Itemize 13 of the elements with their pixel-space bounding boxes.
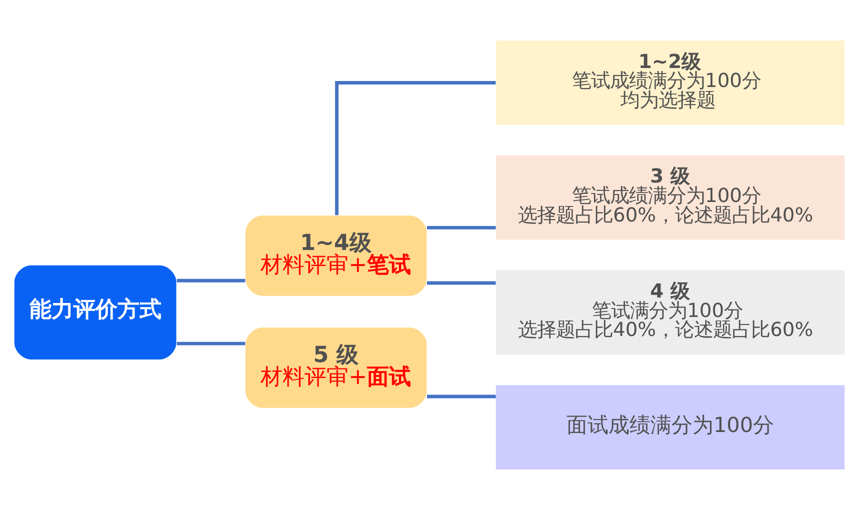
connector bbox=[335, 80, 496, 215]
connector bbox=[426, 225, 496, 229]
connector bbox=[176, 278, 246, 282]
node-box: 3 级 笔试成绩满分为100分 选择题占比60%，论述题占比40% bbox=[496, 154, 845, 240]
connector bbox=[426, 280, 496, 284]
connector bbox=[426, 394, 496, 398]
node-box: 1~2级 笔试成绩满分为100分 均为选择题 bbox=[496, 40, 845, 124]
node-box: 4 级 笔试满分为100分 选择题占比40%，论述题占比60% bbox=[496, 270, 845, 354]
node-box: 5 级 材料评审+面试 bbox=[245, 327, 427, 408]
node-box: 能力评价方式 bbox=[14, 264, 176, 359]
node-box: 面试成绩满分为100分 bbox=[496, 384, 845, 469]
node-box: 1~4级 材料评审+笔试 bbox=[245, 215, 427, 296]
connector bbox=[176, 341, 246, 345]
